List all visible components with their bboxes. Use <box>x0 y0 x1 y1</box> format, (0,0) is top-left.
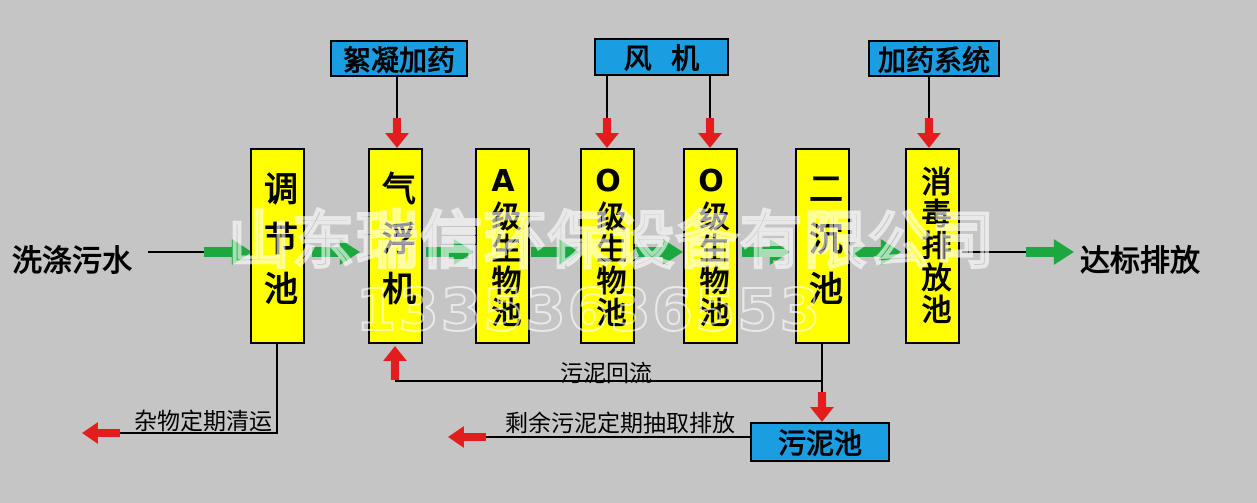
red-arrow-down-blower-1-icon <box>595 118 619 148</box>
green-arrow-2-icon <box>426 239 474 265</box>
line-debris-horizontal <box>120 432 278 434</box>
green-arrow-6-icon <box>853 239 901 265</box>
line-drop-flocculant <box>396 77 398 120</box>
line-drop-dosing <box>928 77 930 120</box>
box-flocculant-dosing: 絮凝加药 <box>330 40 468 77</box>
red-arrow-down-blower-2-icon <box>698 118 722 148</box>
red-arrow-up-sludge-return-icon <box>383 346 407 380</box>
box-sludge-tank: 污泥池 <box>750 422 890 462</box>
tank-o-grade-bio-2: O级生物池 <box>683 148 738 344</box>
green-arrow-outlet-icon <box>1026 239 1074 265</box>
box-dosing-system: 加药系统 <box>868 40 1000 77</box>
line-outlet <box>962 251 1026 253</box>
label-inlet: 洗涤污水 <box>12 244 132 279</box>
green-arrow-inlet-icon <box>204 239 252 265</box>
tank-secondary-sedimentation-label: 二沉池 <box>802 171 843 321</box>
tank-a-grade-bio: A级生物池 <box>475 148 530 344</box>
red-arrow-down-flocculant-icon <box>385 118 409 148</box>
line-sludge-return <box>395 380 823 382</box>
tank-o-grade-bio-1: O级生物池 <box>580 148 635 344</box>
tank-air-flotation: 气浮机 <box>368 148 423 344</box>
label-outlet: 达标排放 <box>1080 244 1200 279</box>
red-arrow-down-dosing-icon <box>917 118 941 148</box>
label-excess-sludge: 剩余污泥定期抽取排放 <box>505 411 735 437</box>
green-arrow-3-icon <box>531 239 579 265</box>
green-arrow-1-icon <box>312 239 360 265</box>
line-drop-blower-left <box>606 76 608 120</box>
tank-regulating-label: 调节池 <box>257 171 298 321</box>
line-drop-blower-right <box>709 76 711 120</box>
tank-air-flotation-label: 气浮机 <box>375 171 416 321</box>
tank-a-grade-bio-label: A级生物池 <box>485 163 521 329</box>
label-sludge-return: 污泥回流 <box>560 361 652 387</box>
line-excess-sludge <box>486 436 750 438</box>
line-debris-vertical <box>276 344 278 434</box>
red-arrow-left-debris-icon <box>82 422 120 444</box>
red-arrow-down-sludge-tank-icon <box>810 392 834 422</box>
tank-o-grade-bio-1-label: O级生物池 <box>590 163 626 329</box>
red-arrow-left-excess-sludge-icon <box>448 426 486 448</box>
label-debris-removal: 杂物定期清运 <box>134 409 272 435</box>
tank-disinfection-discharge: 消毒排放池 <box>905 148 960 344</box>
tank-secondary-sedimentation: 二沉池 <box>795 148 850 344</box>
tank-regulating: 调节池 <box>250 148 305 344</box>
green-arrow-4-icon <box>635 239 683 265</box>
tank-o-grade-bio-2-label: O级生物池 <box>693 163 729 329</box>
green-arrow-5-icon <box>742 239 790 265</box>
line-sedimentation-down <box>821 344 823 392</box>
tank-disinfection-discharge-label: 消毒排放池 <box>915 166 951 326</box>
line-inlet <box>148 251 208 253</box>
box-blower: 风 机 <box>594 38 729 76</box>
